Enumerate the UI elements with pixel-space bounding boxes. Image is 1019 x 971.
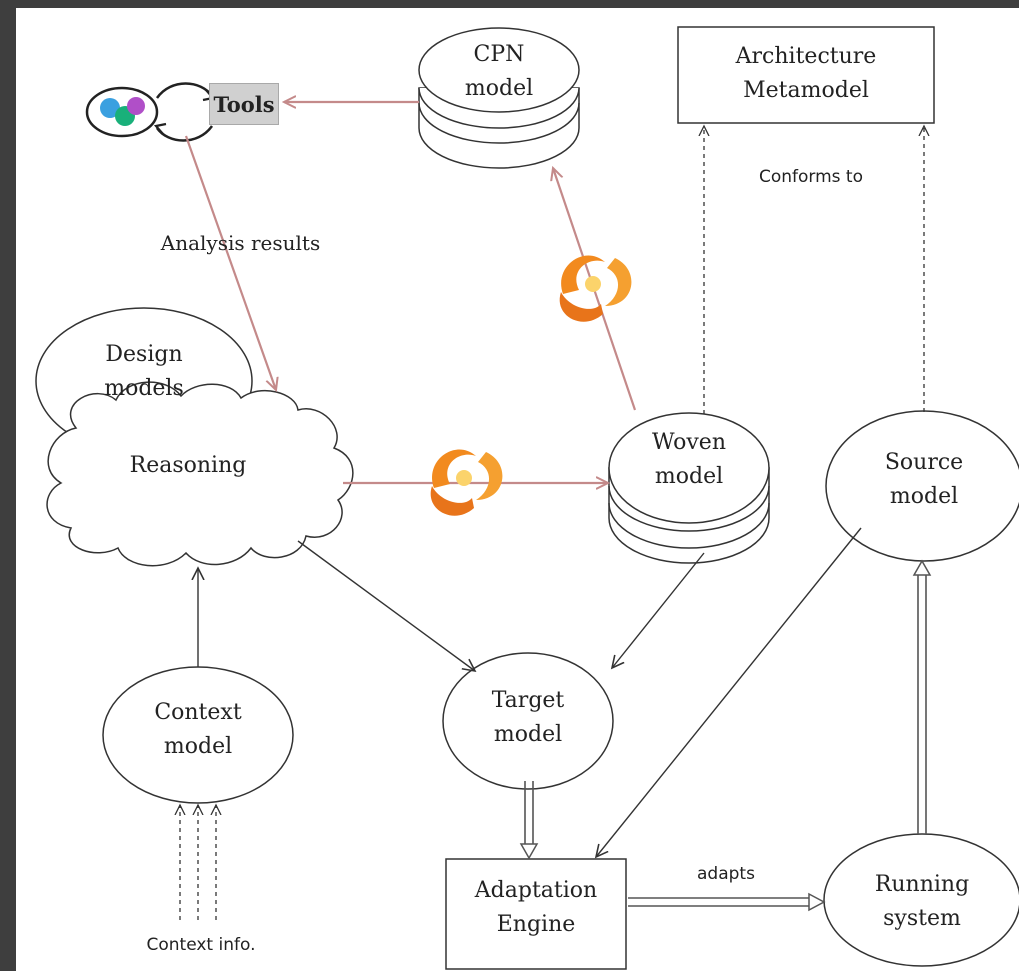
diagram-svg xyxy=(35,26,1019,970)
architecture-metamodel-label: Architecture Metamodel xyxy=(735,44,877,103)
running-system-label: Running system xyxy=(874,872,970,931)
woven-model-stack xyxy=(608,412,770,564)
flow-edges xyxy=(198,527,862,857)
design-models-label: Design models xyxy=(104,342,184,401)
edge-woven-to-target xyxy=(612,552,705,668)
analysis-results-label: Analysis results xyxy=(160,231,321,255)
woven-model-label: Woven model xyxy=(652,430,726,489)
target-model-label: Target model xyxy=(491,688,565,747)
weaver-icon xyxy=(430,449,503,516)
tools-button: Tools xyxy=(209,83,279,125)
edge-tools-to-reasoning xyxy=(184,135,276,390)
target-model-ellipse xyxy=(442,652,614,790)
edge-target-to-engine xyxy=(524,781,534,848)
tools-label: Tools xyxy=(213,91,275,117)
edge-source-to-engine xyxy=(596,527,862,857)
edge-engine-to-running xyxy=(628,897,812,907)
cpn-model-label: CPN model xyxy=(464,42,534,101)
context-info-label: Context info. xyxy=(146,935,256,955)
reasoning-label: Reasoning xyxy=(129,453,247,478)
control-edges xyxy=(519,559,932,912)
edge-running-to-source xyxy=(917,572,927,834)
context-model-label: Context model xyxy=(154,700,242,759)
running-system-ellipse xyxy=(823,833,1019,967)
cpn-model-stack xyxy=(418,27,580,169)
reasoning-cloud xyxy=(46,381,354,567)
adaptation-engine-label: Adaptation Engine xyxy=(474,878,598,937)
conforms-to-label: Conforms to xyxy=(758,167,863,187)
edge-reasoning-to-target xyxy=(297,540,475,671)
diagram-canvas: Tools CPN model Architecture Metamodel D… xyxy=(16,8,1019,971)
cpn-tools-logo-icon xyxy=(85,82,216,142)
adapts-label: adapts xyxy=(697,864,755,884)
adaptation-engine-box xyxy=(445,858,627,970)
architecture-metamodel-box xyxy=(677,26,935,124)
conformance-edges xyxy=(180,126,924,920)
weaver-icon xyxy=(559,255,632,322)
source-model-label: Source model xyxy=(884,450,964,509)
